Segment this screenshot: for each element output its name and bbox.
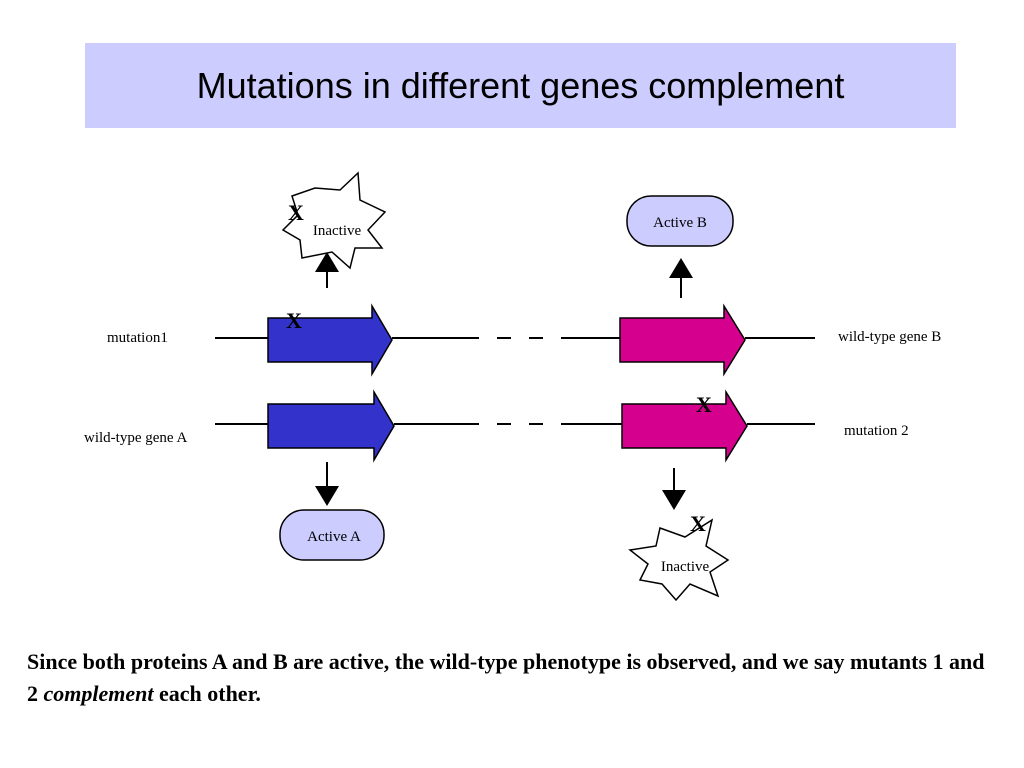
- chromosome-row-1: [215, 303, 815, 377]
- gene-a-arrow-mutant: [267, 303, 393, 377]
- wild-type-gene-a-label: wild-type gene A: [84, 430, 187, 446]
- inactive-protein-label: Inactive: [313, 223, 362, 239]
- inactive-protein-starburst: [628, 518, 730, 602]
- active-b-label: Active B: [653, 215, 707, 231]
- mutation-x-mark: X: [696, 392, 712, 417]
- mutation1-label: mutation1: [107, 330, 168, 346]
- gene-a-arrow-wildtype: [267, 389, 395, 463]
- mutation-x-mark: X: [286, 308, 302, 333]
- inactive-protein-label: Inactive: [661, 559, 710, 575]
- mutation-x-mark: X: [288, 200, 304, 225]
- active-a-label: Active A: [307, 529, 361, 545]
- gene-b-arrow-mutant: [621, 389, 748, 463]
- caption-emphasis: complement: [43, 681, 154, 706]
- active-a-protein: [279, 509, 385, 561]
- caption-part-1: Since both proteins A and B are active, …: [27, 649, 985, 706]
- caption-part-2: each other.: [153, 681, 261, 706]
- title-banner: Mutations in different genes complement: [85, 43, 956, 128]
- mutation-x-mark: X: [690, 511, 706, 536]
- wild-type-gene-b-label: wild-type gene B: [838, 329, 941, 345]
- explanation-text: Since both proteins A and B are active, …: [27, 646, 987, 710]
- mutation2-label: mutation 2: [844, 423, 909, 439]
- chromosome-row-2: [215, 389, 815, 463]
- slide-title: Mutations in different genes complement: [196, 64, 845, 106]
- complementation-diagram: Inactive X Active B Active A Inactive X …: [84, 171, 941, 602]
- active-b-protein: [626, 195, 734, 247]
- gene-b-arrow-wildtype: [619, 303, 746, 377]
- inactive-protein-starburst: [281, 171, 387, 270]
